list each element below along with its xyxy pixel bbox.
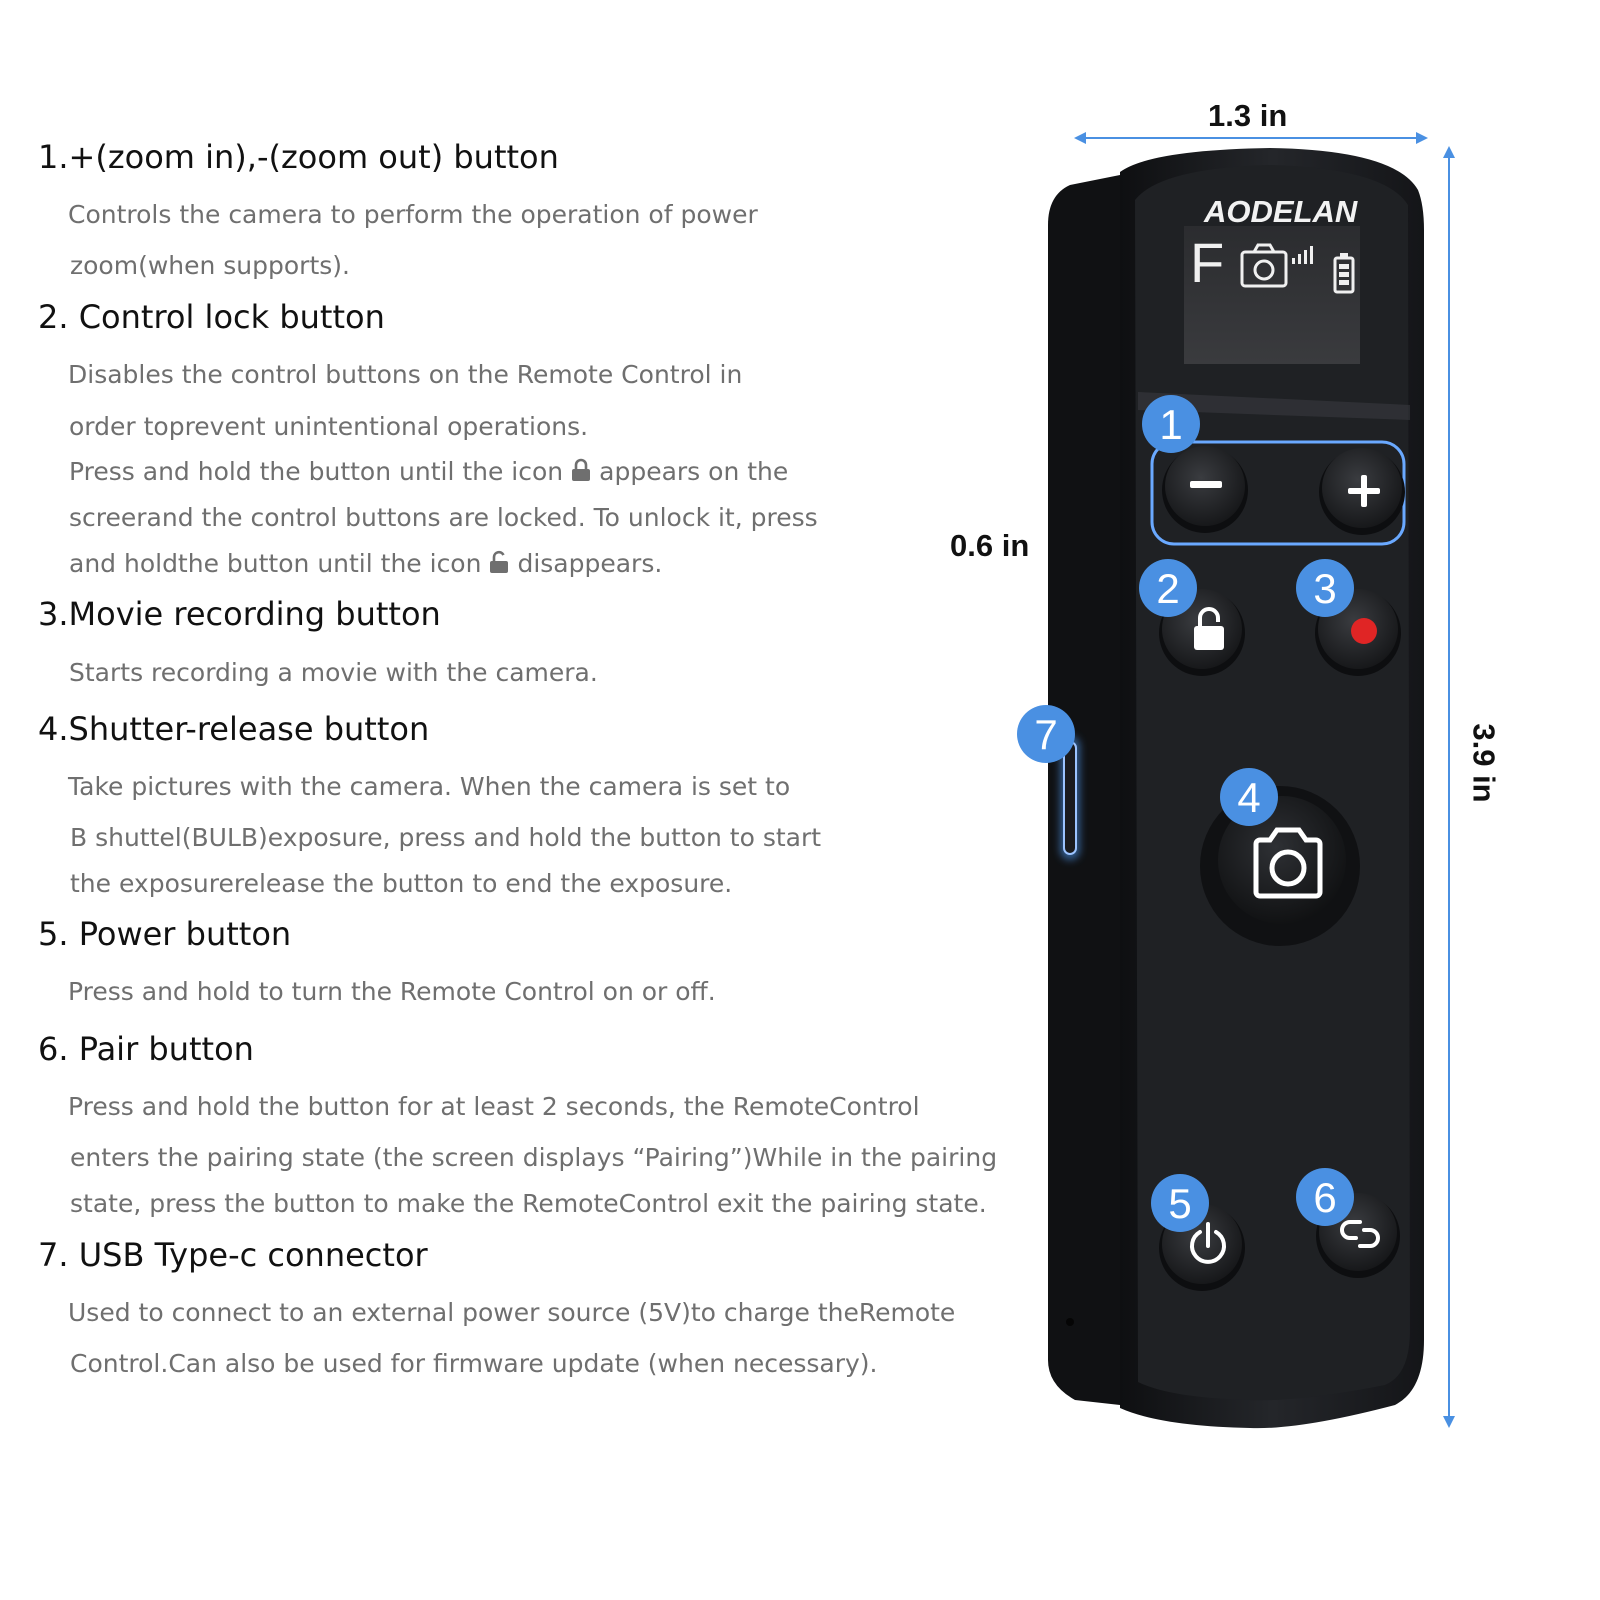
callout-badge-6: 6 bbox=[1296, 1168, 1354, 1226]
reset-hole bbox=[1066, 1318, 1074, 1326]
feature-desc-line: Used to connect to an external power sou… bbox=[68, 1298, 956, 1327]
record-icon bbox=[1351, 618, 1377, 644]
battery-icon bbox=[1333, 253, 1355, 294]
dimension-depth-label: 0.6 in bbox=[950, 528, 1030, 563]
svg-text:2: 2 bbox=[1156, 565, 1179, 612]
signal-icon bbox=[1292, 246, 1313, 264]
feature-title-zoom: 1.+(zoom in),-(zoom out) button bbox=[38, 138, 559, 176]
svg-text:5: 5 bbox=[1168, 1180, 1191, 1227]
lock-icon bbox=[1194, 607, 1224, 650]
screen-mode-text: F bbox=[1190, 231, 1224, 294]
callout-badge-7: 7 bbox=[1017, 705, 1075, 763]
feature-desc-line: zoom(when supports). bbox=[70, 251, 350, 280]
feature-desc-line: Controls the camera to perform the opera… bbox=[68, 200, 758, 229]
svg-text:7: 7 bbox=[1034, 711, 1057, 758]
zoom-in-button[interactable] bbox=[1319, 448, 1405, 535]
minus-icon bbox=[1190, 481, 1222, 488]
feature-desc-text: and holdthe button until the icon bbox=[69, 549, 482, 578]
usb-type-c-port bbox=[1060, 736, 1080, 860]
feature-title-usb: 7. USB Type-c connector bbox=[38, 1236, 428, 1274]
svg-text:4: 4 bbox=[1237, 774, 1260, 821]
feature-title-power: 5. Power button bbox=[38, 915, 292, 953]
callout-badge-1: 1 bbox=[1142, 395, 1200, 453]
dimension-width-arrow bbox=[1074, 132, 1428, 144]
feature-desc-line: Press and hold to turn the Remote Contro… bbox=[68, 977, 716, 1006]
callout-badge-2: 2 bbox=[1139, 559, 1197, 617]
remote-panel-shine bbox=[1138, 392, 1410, 420]
feature-title-record: 3.Movie recording button bbox=[38, 595, 441, 633]
feature-desc-line: order toprevent unintentional operations… bbox=[69, 412, 589, 441]
feature-title-shutter: 4.Shutter-release button bbox=[38, 710, 430, 748]
feature-desc-line: B shuttel(BULB)exposure, press and hold … bbox=[70, 823, 822, 852]
feature-desc-line: screerand the control buttons are locked… bbox=[69, 503, 818, 532]
feature-desc-line: and holdthe button until the icon disappe… bbox=[69, 549, 662, 580]
feature-desc-text: Press and hold the button until the icon bbox=[69, 457, 564, 486]
feature-desc-text: appears on the bbox=[599, 457, 789, 486]
callout-badge-5: 5 bbox=[1151, 1174, 1209, 1232]
feature-desc-line: Starts recording a movie with the camera… bbox=[69, 658, 598, 687]
callout-badge-4: 4 bbox=[1220, 768, 1278, 826]
feature-desc-line: Disables the control buttons on the Remo… bbox=[68, 360, 743, 389]
feature-desc-line: state, press the button to make the Remo… bbox=[70, 1189, 987, 1218]
shutter-release-button[interactable] bbox=[1200, 786, 1360, 946]
plus-icon bbox=[1348, 475, 1380, 507]
svg-text:3: 3 bbox=[1313, 565, 1336, 612]
unlock-icon bbox=[489, 550, 509, 580]
feature-title-lock: 2. Control lock button bbox=[38, 298, 385, 336]
feature-desc-line: the exposurerelease the button to end th… bbox=[70, 869, 733, 898]
screen-camera-icon bbox=[1240, 243, 1288, 288]
dimension-height-arrow bbox=[1443, 146, 1455, 1428]
feature-desc-line: Take pictures with the camera. When the … bbox=[68, 772, 791, 801]
camera-icon bbox=[1253, 827, 1323, 899]
feature-desc-text: disappears. bbox=[517, 549, 663, 578]
brand-logo: AODELAN bbox=[1203, 194, 1358, 229]
power-icon bbox=[1190, 1222, 1226, 1264]
feature-desc-line: Press and hold the button until the icon… bbox=[69, 457, 788, 488]
feature-desc-line: Control.Can also be used for firmware up… bbox=[70, 1349, 878, 1378]
remote-side-edge bbox=[1048, 175, 1120, 1405]
feature-desc-line: Press and hold the button for at least 2… bbox=[68, 1092, 920, 1121]
dimension-width-label: 1.3 in bbox=[1208, 98, 1288, 133]
link-icon bbox=[1340, 1220, 1380, 1248]
lock-icon bbox=[571, 458, 591, 488]
svg-text:6: 6 bbox=[1313, 1174, 1336, 1221]
zoom-out-button[interactable] bbox=[1162, 446, 1248, 533]
callout-badge-3: 3 bbox=[1296, 559, 1354, 617]
svg-text:1: 1 bbox=[1159, 401, 1182, 448]
feature-desc-line: enters the pairing state (the screen dis… bbox=[70, 1143, 998, 1172]
feature-title-pair: 6. Pair button bbox=[38, 1030, 254, 1068]
